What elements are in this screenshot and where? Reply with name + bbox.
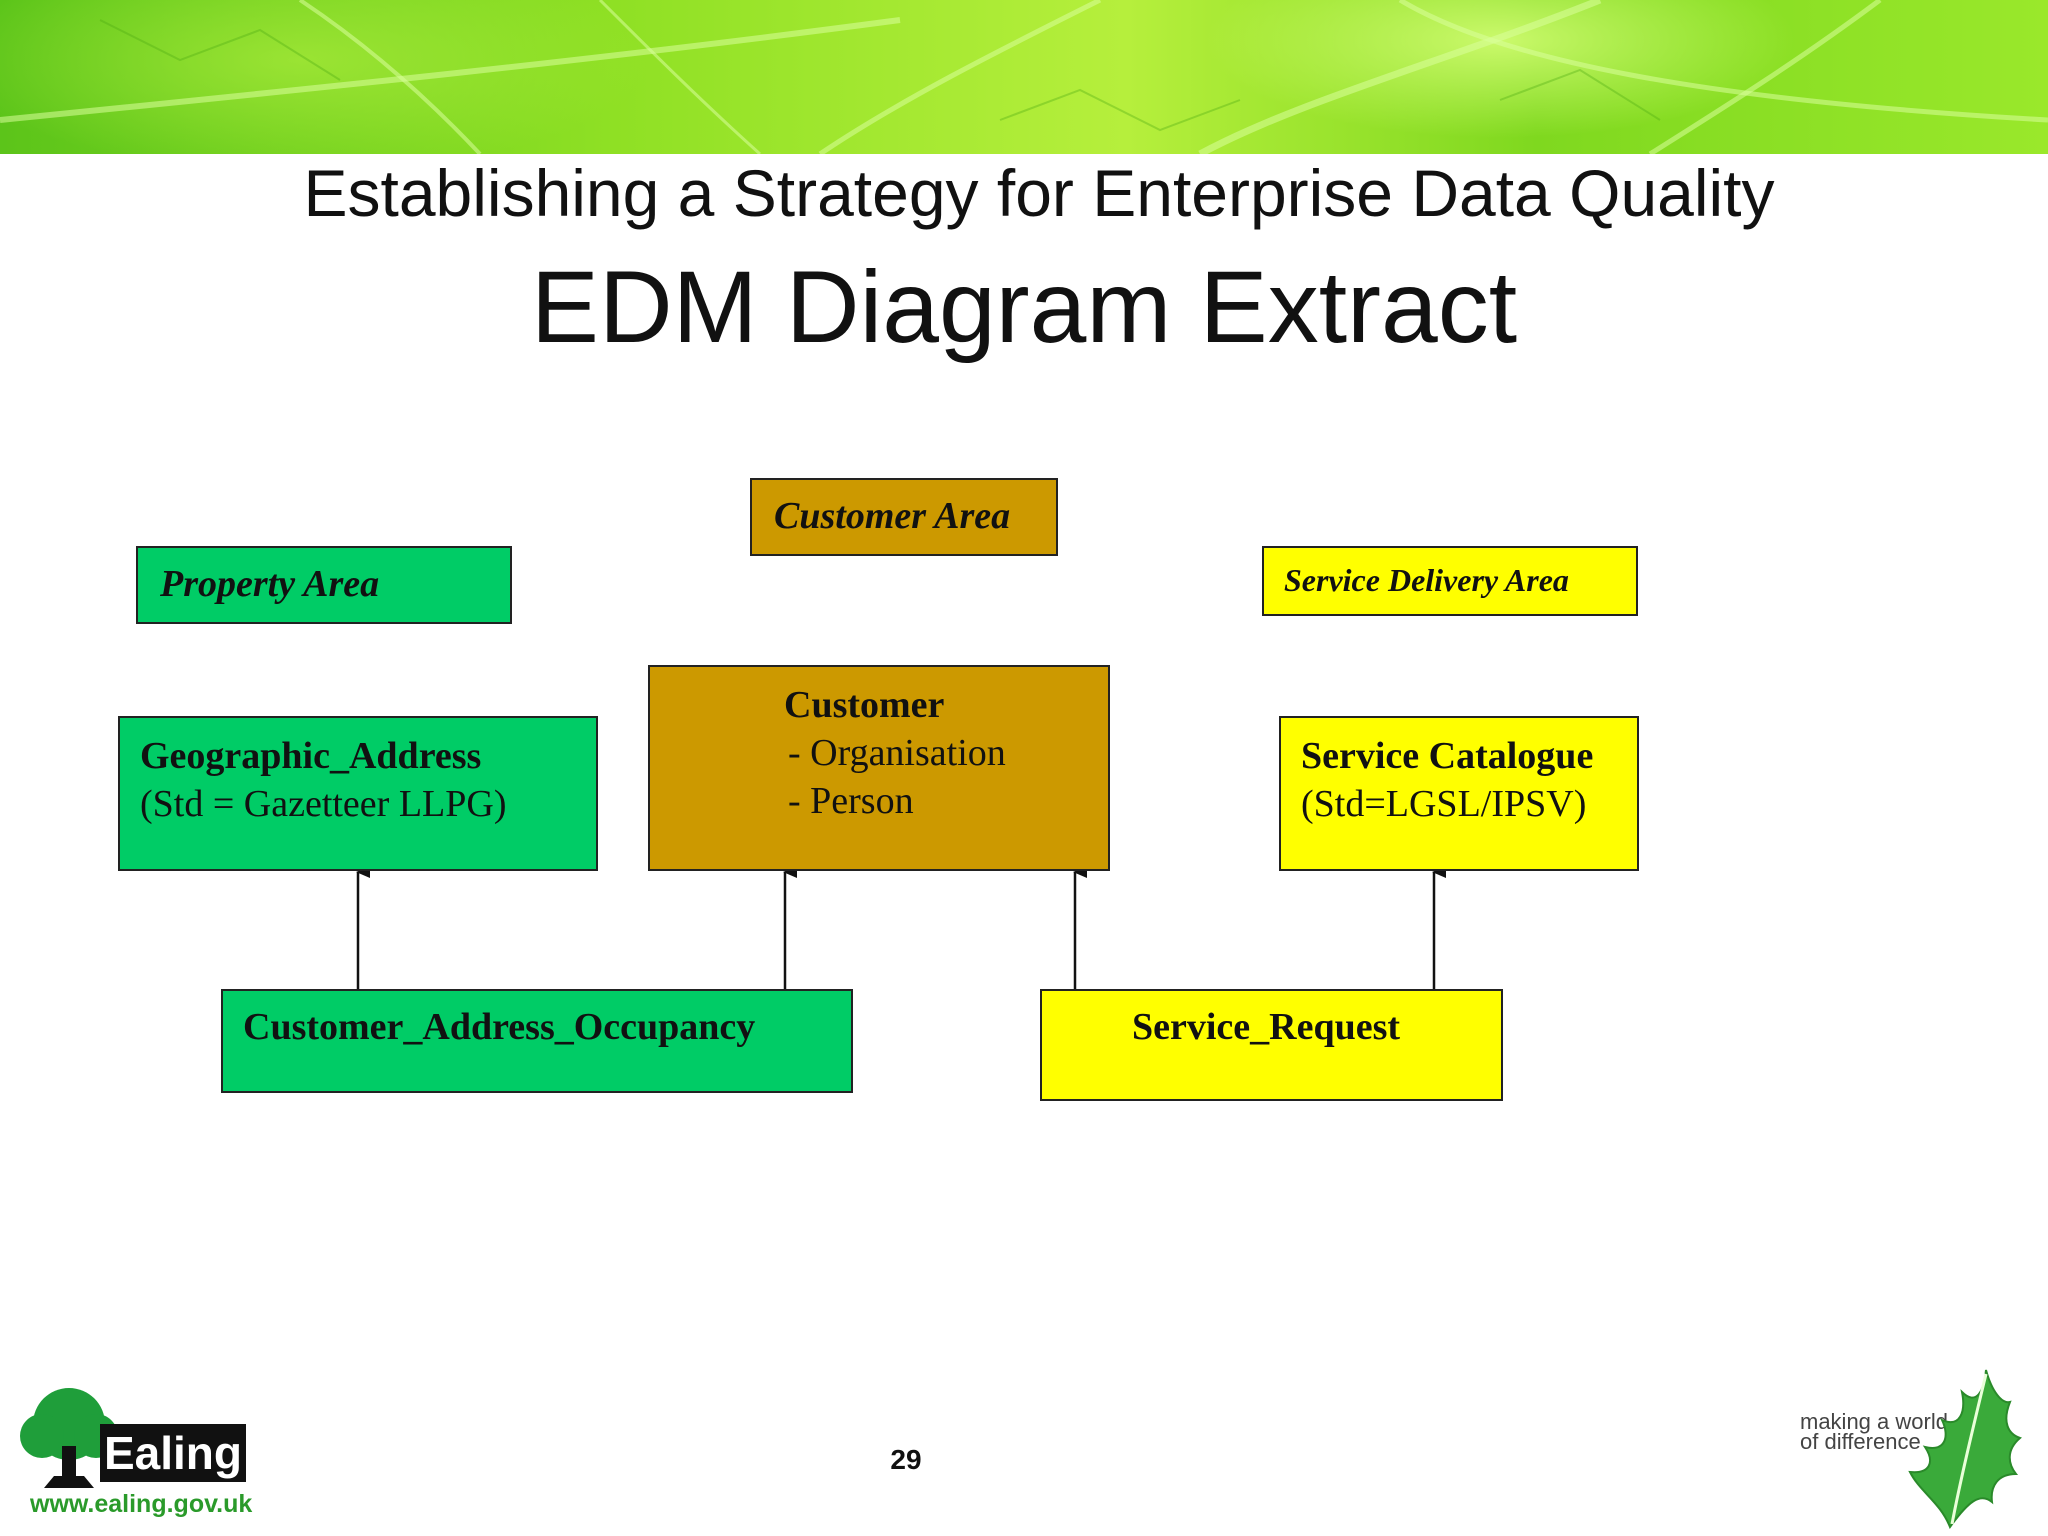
customer-address-occupancy-entity: Customer_Address_Occupancy [221, 989, 853, 1093]
customer-area-text: Customer Area [774, 495, 1011, 537]
service-request-name: Service_Request [1132, 1006, 1401, 1048]
ealing-logo-text: Ealing [100, 1424, 246, 1482]
geographic-address-entity: Geographic_Address (Std = Gazetteer LLPG… [118, 716, 598, 871]
customer-subtype-organisation: - Organisation [788, 732, 1006, 774]
service-delivery-area-text: Service Delivery Area [1284, 562, 1569, 598]
presentation-title: Establishing a Strategy for Enterprise D… [303, 156, 1775, 230]
page-number: 29 [890, 1444, 922, 1475]
service-delivery-area-label: Service Delivery Area [1262, 546, 1638, 616]
customer-subtype-person: - Person [788, 780, 914, 822]
service-catalogue-entity: Service Catalogue (Std=LGSL/IPSV) [1279, 716, 1639, 871]
tagline: making a world of difference [1800, 1409, 1948, 1454]
tagline-line-1: making a world [1800, 1409, 1948, 1434]
customer-area-label: Customer Area [750, 478, 1058, 556]
customer-address-occupancy-name: Customer_Address_Occupancy [243, 1006, 756, 1048]
geographic-address-detail: (Std = Gazetteer LLPG) [140, 783, 507, 825]
property-area-text: Property Area [160, 563, 380, 605]
oak-leaf-icon [1908, 1369, 2022, 1530]
service-catalogue-name: Service Catalogue [1301, 735, 1594, 777]
property-area-label: Property Area [136, 546, 512, 624]
tagline-line-2: of difference [1800, 1429, 1921, 1454]
customer-name: Customer [784, 684, 945, 726]
service-catalogue-detail: (Std=LGSL/IPSV) [1301, 783, 1587, 825]
ealing-tree-icon [20, 1388, 118, 1488]
slide-title: EDM Diagram Extract [530, 250, 1518, 364]
service-request-entity: Service_Request [1040, 989, 1503, 1101]
geographic-address-name: Geographic_Address [140, 735, 482, 777]
leaf-veins-decoration [0, 0, 2048, 154]
ealing-website-link[interactable]: www.ealing.gov.uk [30, 1490, 253, 1518]
customer-entity: Customer - Organisation - Person [648, 665, 1110, 871]
leaf-banner [0, 0, 2048, 154]
